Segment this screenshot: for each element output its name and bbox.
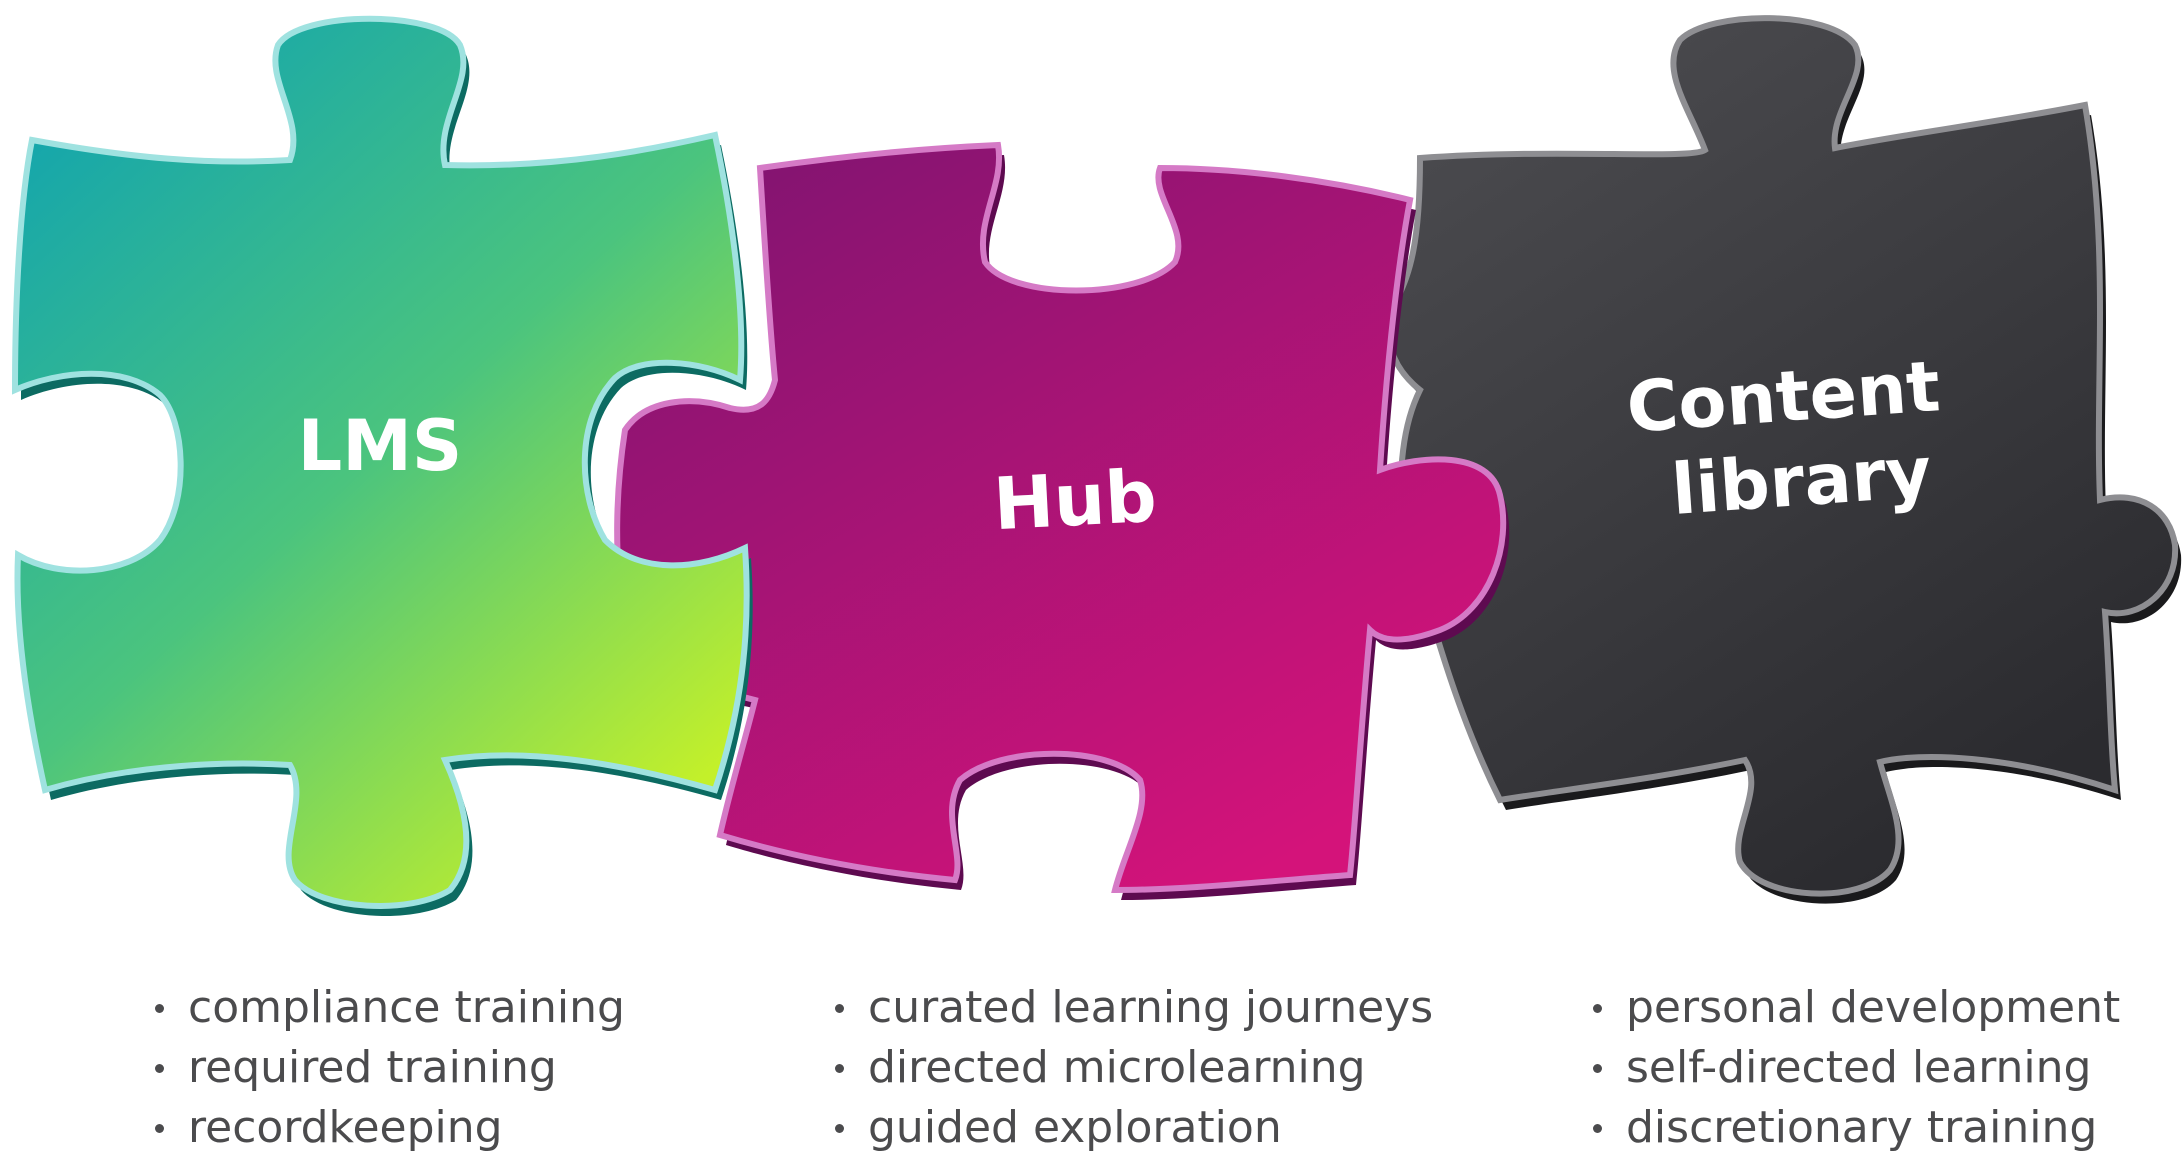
puzzle-piece-hub: Hub [614,141,1510,900]
hub-piece-label: Hub [991,454,1158,546]
list-item: compliance training [150,978,625,1038]
list-item: recordkeeping [150,1098,625,1158]
lms-bullet-list: compliance training required training re… [150,978,625,1158]
list-item: self-directed learning [1588,1038,2120,1098]
list-item: directed microlearning [830,1038,1433,1098]
list-item: personal development [1588,978,2120,1038]
puzzle-piece-lms: LMS [11,15,753,917]
hub-label-line-1: Hub [991,454,1158,546]
lms-label-line-1: LMS [298,405,463,487]
content-label-line-2: library [1669,431,1934,531]
hub-bullet-list: curated learning journeys directed micro… [830,978,1433,1158]
lms-piece-label: LMS [298,405,463,487]
content-library-bullet-list: personal development self-directed learn… [1588,978,2120,1158]
list-item: guided exploration [830,1098,1433,1158]
content-piece-label: Content library [1624,343,1973,533]
puzzle-piece-content-library: Content library [1386,15,2182,904]
lms-piece-face [11,15,750,910]
list-item: curated learning journeys [830,978,1433,1038]
list-item: discretionary training [1588,1098,2120,1158]
list-item: required training [150,1038,625,1098]
